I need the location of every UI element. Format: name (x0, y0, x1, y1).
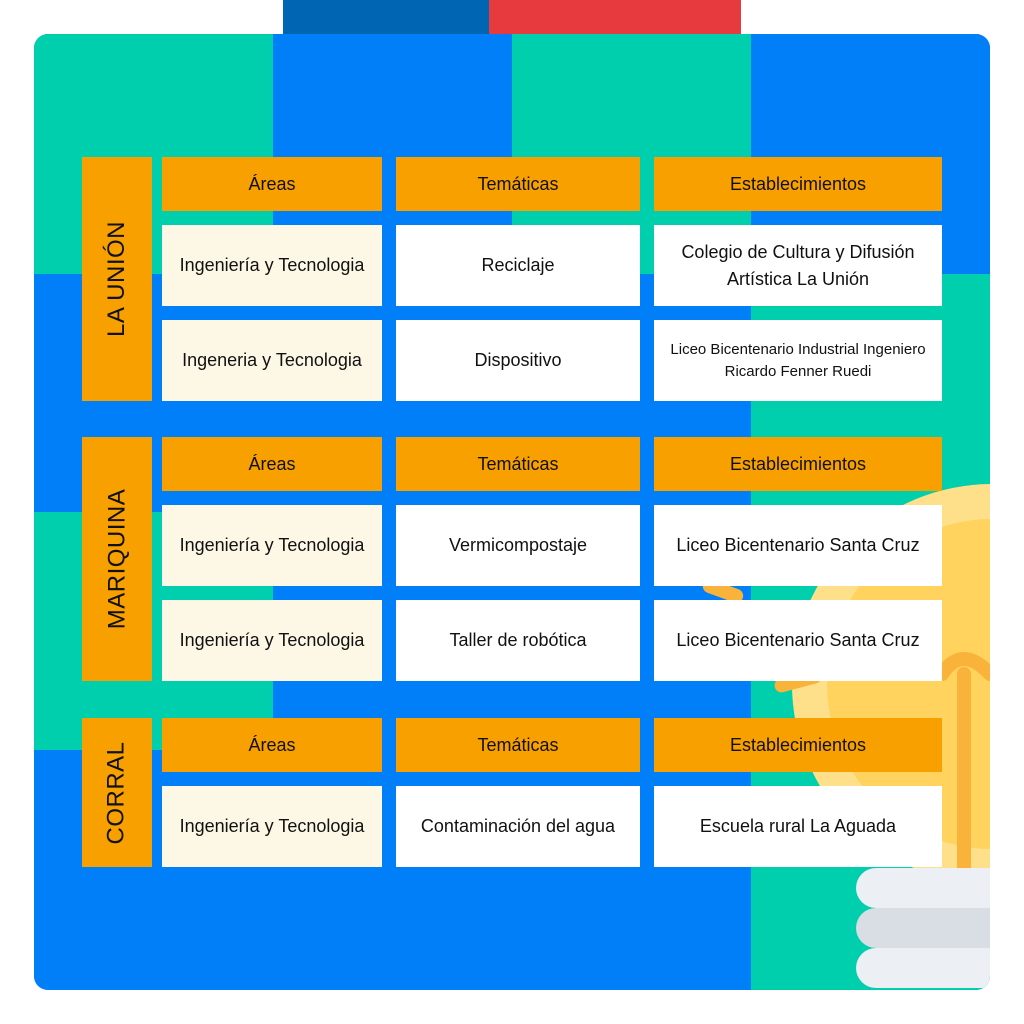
cell-tematica: Reciclaje (396, 225, 640, 306)
cell-establecimiento: Liceo Bicentenario Industrial Ingeniero … (654, 320, 942, 401)
cell-tematica: Vermicompostaje (396, 505, 640, 586)
cell-area: Ingeneria y Tecnologia (162, 320, 382, 401)
header-establecimientos: Establecimientos (654, 437, 942, 491)
cell-establecimiento: Liceo Bicentenario Santa Cruz (654, 600, 942, 681)
header-establecimientos: Establecimientos (654, 157, 942, 211)
header-tematicas: Temáticas (396, 718, 640, 772)
section-mariquina: MARIQUINA Áreas Temáticas Establecimient… (34, 437, 990, 681)
cell-area: Ingeniería y Tecnologia (162, 505, 382, 586)
section-corral: CORRAL Áreas Temáticas Establecimientos … (34, 718, 990, 867)
cell-area: Ingeniería y Tecnologia (162, 600, 382, 681)
section-la-union: LA UNIÓN Áreas Temáticas Establecimiento… (34, 157, 990, 401)
cell-area: Ingeniería y Tecnologia (162, 786, 382, 867)
cell-establecimiento: Escuela rural La Aguada (654, 786, 942, 867)
cell-tematica: Contaminación del agua (396, 786, 640, 867)
town-label: CORRAL (82, 718, 152, 867)
cell-establecimiento: Liceo Bicentenario Santa Cruz (654, 505, 942, 586)
header-establecimientos: Establecimientos (654, 718, 942, 772)
cell-establecimiento: Colegio de Cultura y Difusión Artística … (654, 225, 942, 306)
infographic-card: LA UNIÓN Áreas Temáticas Establecimiento… (34, 34, 990, 990)
header-areas: Áreas (162, 157, 382, 211)
town-label: MARIQUINA (82, 437, 152, 681)
header-areas: Áreas (162, 437, 382, 491)
flag-stripe-red (489, 0, 741, 34)
header-tematicas: Temáticas (396, 157, 640, 211)
header-areas: Áreas (162, 718, 382, 772)
cell-area: Ingeniería y Tecnologia (162, 225, 382, 306)
cell-tematica: Dispositivo (396, 320, 640, 401)
header-tematicas: Temáticas (396, 437, 640, 491)
flag-stripe-blue (283, 0, 489, 34)
town-label: LA UNIÓN (82, 157, 152, 401)
cell-tematica: Taller de robótica (396, 600, 640, 681)
